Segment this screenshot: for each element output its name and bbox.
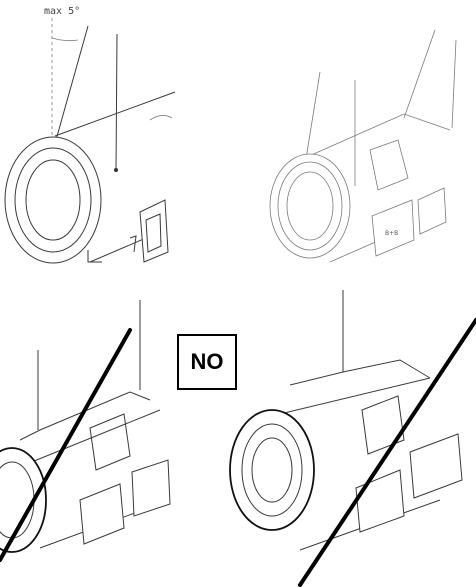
panel-correct-suspension: max 5° (4, 6, 176, 264)
heater-window (149, 115, 173, 121)
heater-front-opening (286, 171, 334, 241)
control-box (139, 199, 169, 263)
heater-front-opening (25, 159, 81, 241)
no-label: NO (190, 349, 224, 374)
heater-front-ring (229, 409, 315, 531)
heater-front-ring-mid (14, 147, 92, 253)
heater-body-top-edge (54, 91, 176, 137)
heater-body-top (11, 409, 161, 471)
fuel-connector (129, 235, 137, 253)
heater-front-ring-mid (277, 161, 343, 251)
heater-body-top (299, 113, 451, 161)
panel-correct-two-cables: B+B (269, 29, 457, 263)
heater-window (369, 139, 409, 191)
suspension-cable-front (55, 25, 89, 141)
mount-bracket (19, 391, 151, 441)
control-panel (145, 213, 162, 253)
panel-incorrect-left (0, 300, 171, 562)
angle-arc (51, 37, 79, 42)
panel-incorrect-right (229, 290, 476, 587)
cable-far-right (451, 39, 457, 129)
control-box (79, 483, 125, 545)
suspension-cable-rear (115, 33, 118, 173)
fuel-tank (409, 433, 463, 499)
control-box (371, 199, 415, 257)
control-panel-label: B+B (385, 230, 398, 237)
heater-front-ring (0, 447, 47, 553)
no-label-box: NO (177, 334, 237, 390)
cross-out-line (0, 328, 132, 562)
angle-label: max 5° (44, 6, 80, 17)
heater-front-opening (241, 423, 303, 517)
heater-window (361, 395, 405, 455)
fuel-tank (417, 187, 447, 235)
heater-body-bottom (329, 239, 381, 263)
heater-front-ring-outer (269, 153, 351, 259)
fuel-tank (131, 459, 171, 517)
control-box (355, 469, 405, 533)
cross-out-line (298, 318, 476, 587)
cable-right (403, 29, 436, 119)
suspension-hook (114, 168, 118, 172)
cable-left (304, 71, 321, 166)
heater-window (89, 413, 131, 471)
heater-front-ring-outer (4, 136, 102, 264)
heater-foot (87, 250, 102, 263)
heater-front-inner (251, 437, 293, 503)
mount-bracket (289, 359, 431, 386)
